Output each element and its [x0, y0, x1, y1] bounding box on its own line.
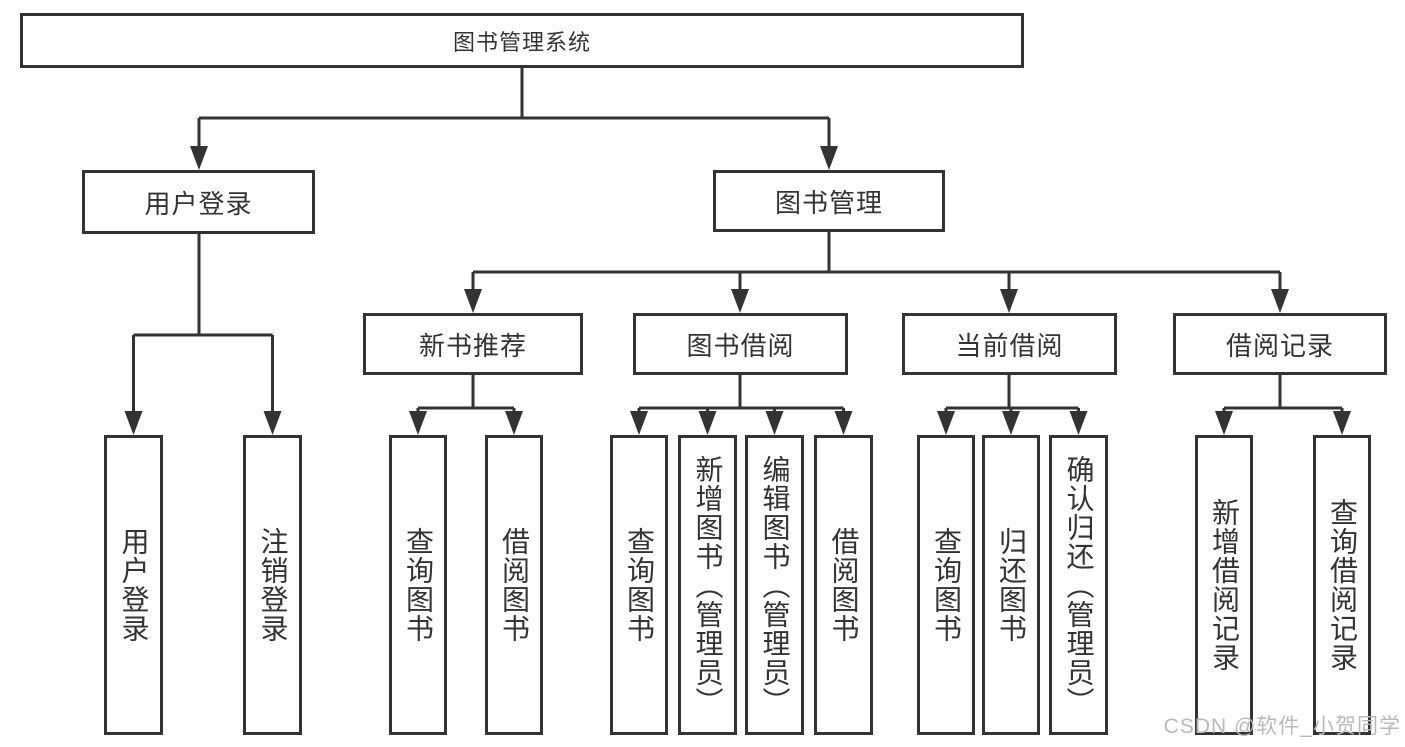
leaf-borrowing-query-books: 查询图书 [610, 435, 668, 735]
leaf-newbooks-query-books: 查询图书 [389, 435, 447, 735]
node-book-borrowing: 图书借阅 [633, 313, 848, 375]
node-book-management: 图书管理 [713, 170, 945, 232]
leaf-records-add-record: 新增借阅记录 [1195, 435, 1253, 735]
leaf-current-return-books: 归还图书 [982, 435, 1040, 735]
leaf-borrowing-edit-books-admin: 编辑图书（管理员） [745, 435, 804, 735]
leaf-logout: 注销登录 [243, 435, 302, 735]
node-new-book-recommend: 新书推荐 [363, 313, 583, 375]
node-borrow-records: 借阅记录 [1173, 313, 1387, 375]
node-user-login: 用户登录 [82, 170, 315, 234]
leaf-borrowing-borrow-books: 借阅图书 [814, 435, 873, 735]
leaf-current-query-books: 查询图书 [917, 435, 975, 735]
leaf-user-login: 用户登录 [104, 435, 163, 735]
leaf-borrowing-add-books-admin: 新增图书（管理员） [678, 435, 737, 735]
leaf-records-query-record: 查询借阅记录 [1313, 435, 1371, 735]
node-root-library-system: 图书管理系统 [20, 13, 1024, 68]
node-current-borrowing: 当前借阅 [902, 313, 1117, 375]
leaf-newbooks-borrow-books: 借阅图书 [485, 435, 543, 735]
leaf-current-confirm-return-admin: 确认归还（管理员） [1049, 435, 1108, 735]
watermark: CSDN @软件_小贺同学 [1163, 715, 1401, 738]
